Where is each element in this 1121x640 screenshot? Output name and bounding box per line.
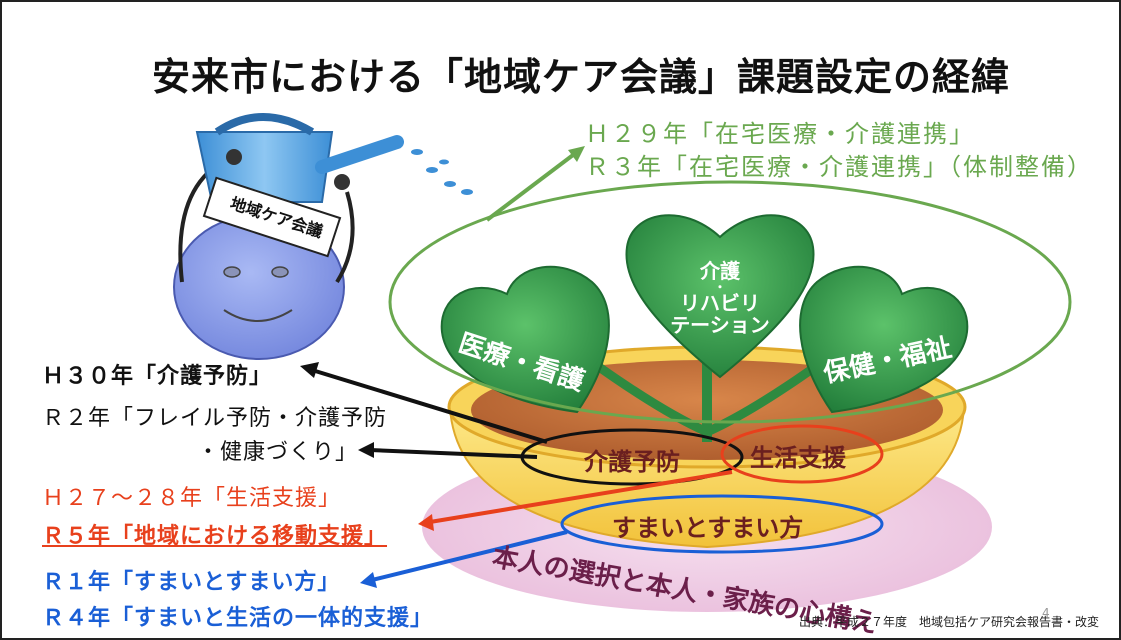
label-h29: Ｈ２９年「在宅医療・介護連携」	[585, 120, 975, 148]
bowl-label: すまいとすまい方	[612, 514, 804, 542]
label-r3: Ｒ３年「在宅医療・介護連携」（体制整備）	[585, 153, 1093, 181]
page-title: 安来市における「地域ケア会議」課題設定の経緯	[152, 55, 1011, 99]
page-number: 4	[1042, 606, 1050, 620]
can-label-card	[202, 176, 342, 258]
leaf-left	[440, 265, 610, 414]
sumai-ellipse	[560, 494, 884, 554]
label-h30: Ｈ３０年「介護予防」	[42, 364, 273, 389]
label-h27: Ｈ２７～２８年「生活支援」	[42, 486, 342, 511]
label-r1: Ｒ１年「すまいとすまい方」	[42, 570, 341, 595]
source-citation: 出典：平成２７年度 地域包括ケア研究会報告書・改変	[798, 615, 1099, 629]
leaf-right	[799, 265, 969, 414]
water-drops	[411, 149, 473, 195]
seikatsu-shien-label: 生活支援	[750, 444, 846, 472]
kaigo-yobo-label: 介護予防	[584, 448, 680, 476]
label-r5: Ｒ５年「地域における移動支援」	[42, 524, 388, 549]
label-r4: Ｒ４年「すまいと生活の一体的支援」	[42, 606, 434, 631]
green-ellipse	[388, 180, 1072, 424]
label-r2-line2: ・健康づくり」	[197, 440, 359, 465]
label-r2-line1: Ｒ２年「フレイル予防・介護予防	[42, 406, 388, 431]
leaf-center	[625, 214, 815, 379]
seikatsu-shien-ellipse	[720, 424, 884, 484]
leaf-center-label: 介護 ・ リハビリ テーション	[670, 259, 770, 337]
